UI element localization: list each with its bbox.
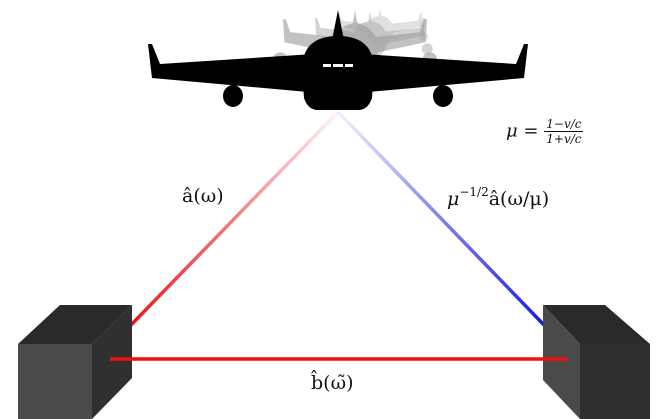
left-detector-box bbox=[18, 305, 132, 419]
airplane-icon bbox=[148, 10, 528, 110]
baseline-label-text: b̂(ω̃) bbox=[311, 372, 354, 394]
mu-equation: μ = 1−v/c 1+v/c bbox=[506, 117, 584, 146]
mu-equation-lhs: μ = bbox=[506, 120, 539, 142]
right-beam-mu: μ bbox=[447, 188, 460, 210]
right-beam-exponent: −1/2 bbox=[459, 185, 489, 199]
right-detector-box bbox=[543, 305, 650, 419]
mu-numerator: 1−v/c bbox=[544, 117, 584, 132]
baseline-label: b̂(ω̃) bbox=[311, 374, 353, 393]
left-beam-label-text: â(ω) bbox=[182, 185, 224, 207]
left-beam-label: â(ω) bbox=[182, 187, 224, 206]
right-beam-body: â(ω/μ) bbox=[488, 188, 550, 210]
mu-fraction: 1−v/c 1+v/c bbox=[544, 117, 584, 146]
right-beam-line bbox=[336, 110, 547, 328]
left-beam-line bbox=[128, 110, 340, 328]
right-beam-label: μ−1/2â(ω/μ) bbox=[447, 186, 549, 209]
mu-denominator: 1+v/c bbox=[546, 132, 582, 146]
